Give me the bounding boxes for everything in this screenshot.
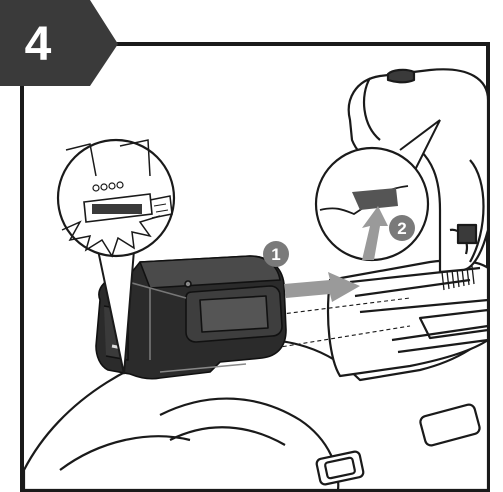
insert-step-number: 1 — [271, 245, 280, 264]
insertion-guide-lines — [261, 297, 411, 351]
press-arrow-icon: 2 — [389, 215, 415, 241]
detail-magnifier-icon — [56, 138, 176, 375]
step-number: 4 — [25, 18, 52, 71]
press-step-number: 2 — [397, 219, 406, 238]
battery-pack — [95, 255, 287, 380]
tool-body — [22, 68, 490, 492]
insert-arrow-icon: 1 — [263, 241, 360, 302]
step-tab-icon: 4 — [0, 0, 118, 86]
